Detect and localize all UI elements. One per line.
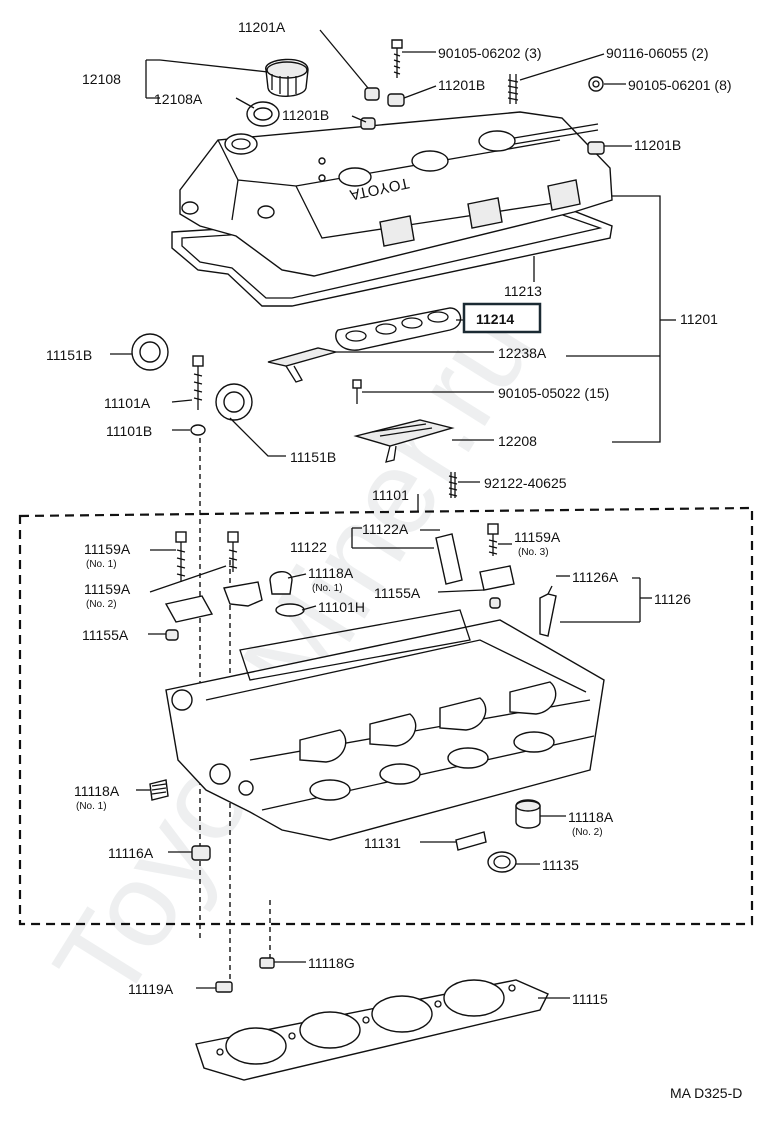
- note-no3: (No. 3): [518, 547, 549, 558]
- callout-90105-05022[interactable]: 90105-05022 (15): [498, 385, 609, 401]
- small-bolt-stud-drawing: [352, 379, 458, 498]
- note-no1-b: (No. 1): [312, 583, 343, 594]
- callout-12108A[interactable]: 12108A: [154, 91, 203, 107]
- callout-11122[interactable]: 11122: [290, 539, 327, 555]
- callout-11159A-no2[interactable]: 11159A: [84, 581, 131, 597]
- callout-11116A[interactable]: 11116A: [108, 845, 154, 861]
- cylinder-head-drawing: [165, 609, 605, 841]
- cylinder-head-subassembly-boundary: [18, 506, 754, 926]
- callout-12238A[interactable]: 12238A: [498, 345, 547, 361]
- oil-filler-cap-drawing: [246, 58, 309, 127]
- callout-11201B-b[interactable]: 11201B: [282, 107, 329, 123]
- callout-11101H[interactable]: 11101H: [318, 599, 365, 615]
- callout-11159A-no3[interactable]: 11159A: [514, 529, 561, 545]
- callout-11119A[interactable]: 11119A: [128, 981, 174, 997]
- callout-11214-highlighted[interactable]: 11214: [476, 311, 514, 327]
- callout-90105-06201[interactable]: 90105-06201 (8): [628, 77, 732, 93]
- baffle-plate-drawing: [267, 347, 337, 383]
- note-no2-a: (No. 2): [86, 599, 117, 610]
- callout-11155A-left[interactable]: 11155A: [82, 627, 129, 643]
- callout-11151B-right[interactable]: 11151B: [290, 449, 336, 465]
- callout-12208[interactable]: 12208: [498, 433, 537, 449]
- cylinder-head-cover-drawing: TOYOTA: [171, 111, 613, 307]
- callout-11201A-top[interactable]: 11201A: [238, 19, 286, 35]
- callout-11126A[interactable]: 11126A: [572, 569, 619, 585]
- callout-11118A-no2[interactable]: 11118A: [568, 809, 614, 825]
- diagram-code: MA D325-D: [670, 1085, 742, 1101]
- callout-11101A[interactable]: 11101A: [104, 395, 151, 411]
- callout-11201[interactable]: 11201: [680, 311, 718, 327]
- callout-92122-40625[interactable]: 92122-40625: [484, 475, 567, 491]
- callout-90105-06202[interactable]: 90105-06202 (3): [438, 45, 542, 61]
- callout-11122A[interactable]: 11122A: [362, 521, 409, 537]
- note-no2-b: (No. 2): [572, 827, 603, 838]
- oil-baffle-drawing: [353, 419, 455, 463]
- callout-11118G[interactable]: 11118G: [308, 955, 355, 971]
- callout-11115[interactable]: 11115: [572, 991, 608, 1007]
- callout-90116-06055[interactable]: 90116-06055 (2): [606, 45, 708, 61]
- camshaft-seals-drawing: [131, 333, 253, 436]
- callout-labels: 11201A 12108 12108A 90105-06202 (3) 1120…: [46, 19, 742, 1101]
- callout-11155A-right[interactable]: 11155A: [374, 585, 421, 601]
- callout-11213[interactable]: 11213: [504, 283, 542, 299]
- callout-11118A-no1-top[interactable]: 11118A: [308, 565, 354, 581]
- callout-12108[interactable]: 12108: [82, 71, 121, 87]
- plugs-sleeves-drawing: [149, 779, 541, 993]
- callout-11101B[interactable]: 11101B: [106, 423, 152, 439]
- cylinder-head-gasket-drawing: [195, 979, 549, 1081]
- callout-11126[interactable]: 11126: [654, 591, 691, 607]
- callout-11159A-no1[interactable]: 11159A: [84, 541, 131, 557]
- note-no1-a: (No. 1): [86, 559, 117, 570]
- spark-plug-gasket-drawing: [335, 307, 462, 351]
- leader-lines: [110, 29, 676, 999]
- callout-11151B-left[interactable]: 11151B: [46, 347, 92, 363]
- highlighted-part-box: [462, 302, 542, 334]
- bearing-caps-bolts-drawing: [164, 523, 557, 641]
- callout-11131[interactable]: 11131: [364, 835, 401, 851]
- callout-11201B-a[interactable]: 11201B: [438, 77, 485, 93]
- callout-11101[interactable]: 11101: [372, 487, 409, 503]
- callout-11201B-c[interactable]: 11201B: [634, 137, 681, 153]
- callout-11118A-no1-left[interactable]: 11118A: [74, 783, 120, 799]
- callout-11135[interactable]: 11135: [542, 857, 579, 873]
- note-no1-c: (No. 1): [76, 801, 107, 812]
- cover-bolts-grommets-drawing: [360, 39, 605, 155]
